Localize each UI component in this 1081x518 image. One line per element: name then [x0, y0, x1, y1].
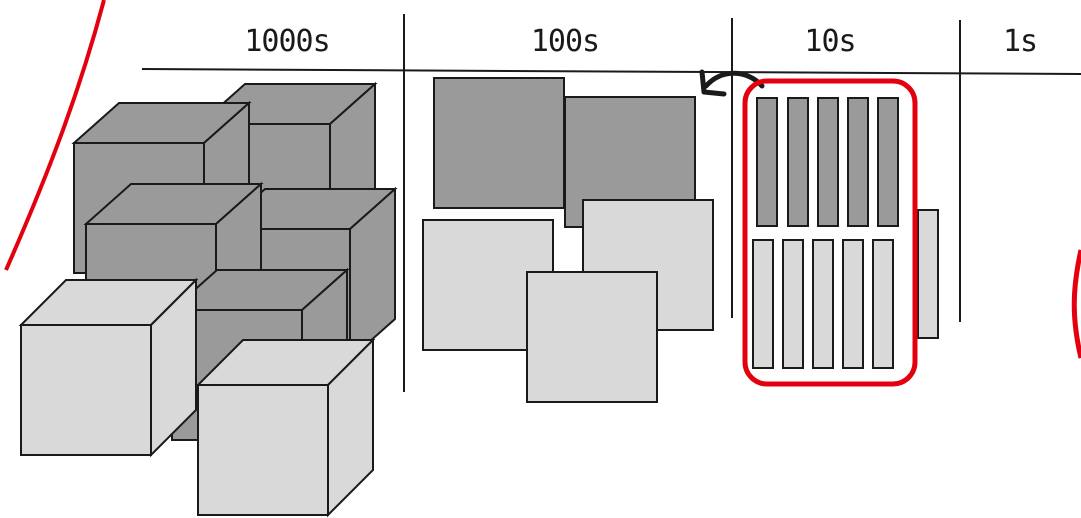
ten-rod: [817, 97, 839, 227]
ten-rod: [877, 97, 899, 227]
ten-rod: [812, 239, 834, 369]
ten-rod: [842, 239, 864, 369]
thousand-cube: [197, 339, 374, 516]
ten-rods: [752, 97, 939, 369]
ten-rod: [917, 209, 939, 339]
ten-rod: [756, 97, 778, 227]
thousand-cube: [20, 279, 197, 456]
right-red-arc: [1071, 249, 1081, 359]
header-rule: [141, 68, 1081, 75]
hundred-square: [433, 77, 565, 209]
ten-rod: [787, 97, 809, 227]
column-label-hundreds: 100s: [530, 24, 600, 59]
column-label-tens: 10s: [804, 24, 856, 59]
highlight-ten-group: [742, 78, 918, 387]
ten-rod: [752, 239, 774, 369]
ten-rod: [872, 239, 894, 369]
hundred-square: [526, 271, 658, 403]
ten-rod: [782, 239, 804, 369]
ten-rod: [847, 97, 869, 227]
thousand-cubes: [20, 83, 396, 516]
left-red-arc: [4, 0, 106, 271]
column-label-thousands: 1000s: [244, 24, 330, 59]
hundred-squares: [422, 77, 714, 403]
column-label-ones: 1s: [1002, 24, 1038, 59]
